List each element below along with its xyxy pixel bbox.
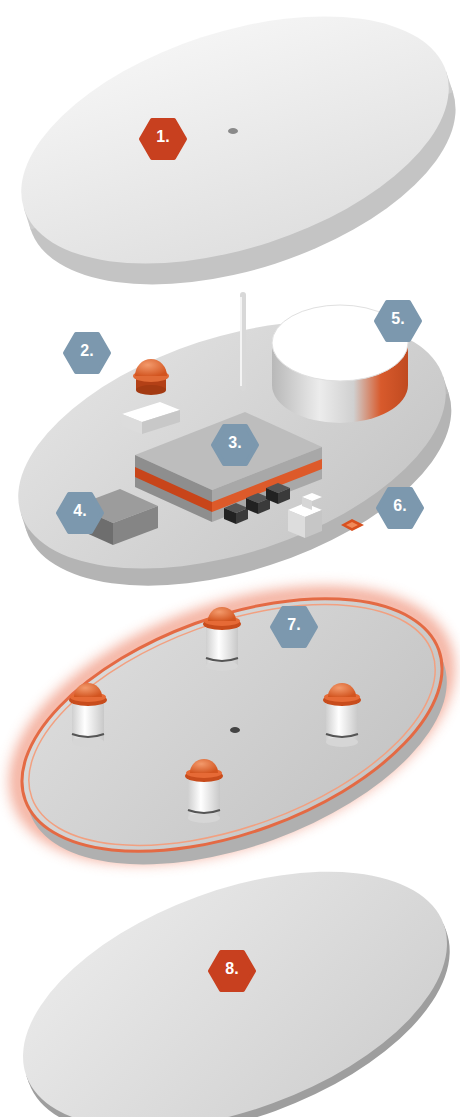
top-lid bbox=[0, 0, 460, 332]
circuit-board bbox=[0, 274, 460, 634]
callout-badges bbox=[58, 120, 422, 990]
base-plate bbox=[0, 821, 460, 1117]
led-plate bbox=[0, 548, 460, 915]
callout-number: 7. bbox=[272, 616, 316, 638]
callout-number: 2. bbox=[65, 342, 109, 364]
callout-number: 3. bbox=[213, 434, 257, 456]
callout-number: 1. bbox=[141, 128, 185, 150]
callout-number: 4. bbox=[58, 502, 102, 524]
callout-number: 8. bbox=[210, 960, 254, 982]
callout-number: 6. bbox=[378, 497, 422, 519]
callout-number: 5. bbox=[376, 310, 420, 332]
